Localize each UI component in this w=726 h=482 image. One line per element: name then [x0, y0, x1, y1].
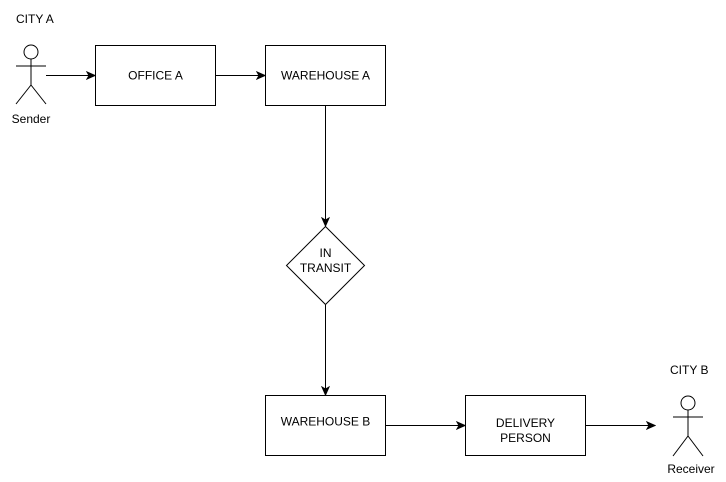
- in-transit-label-line-1: IN: [320, 246, 332, 260]
- in-transit-label-line-2: TRANSIT: [300, 261, 352, 275]
- warehouse-b-node[interactable]: WAREHOUSE B: [265, 395, 386, 456]
- office-a-label: OFFICE A: [128, 69, 183, 83]
- delivery-person-label-line-2: PERSON: [500, 431, 551, 445]
- office-a-node[interactable]: OFFICE A: [95, 45, 216, 106]
- warehouse-a-node[interactable]: WAREHOUSE A: [265, 45, 386, 106]
- receiver-label: Receiver: [667, 462, 714, 476]
- delivery-person-label-line-1: DELIVERY: [496, 416, 555, 430]
- city-b-label: CITY B: [670, 363, 708, 377]
- sender-label: Sender: [12, 112, 51, 126]
- city-a-label: CITY A: [16, 12, 54, 26]
- receiver-actor-icon: [672, 395, 704, 457]
- warehouse-a-label: WAREHOUSE A: [281, 69, 370, 83]
- sender-actor-icon: [15, 44, 47, 105]
- warehouse-b-label: WAREHOUSE B: [281, 415, 371, 429]
- in-transit-decision-node[interactable]: IN TRANSIT: [285, 225, 366, 306]
- delivery-person-node[interactable]: DELIVERY PERSON: [465, 395, 586, 456]
